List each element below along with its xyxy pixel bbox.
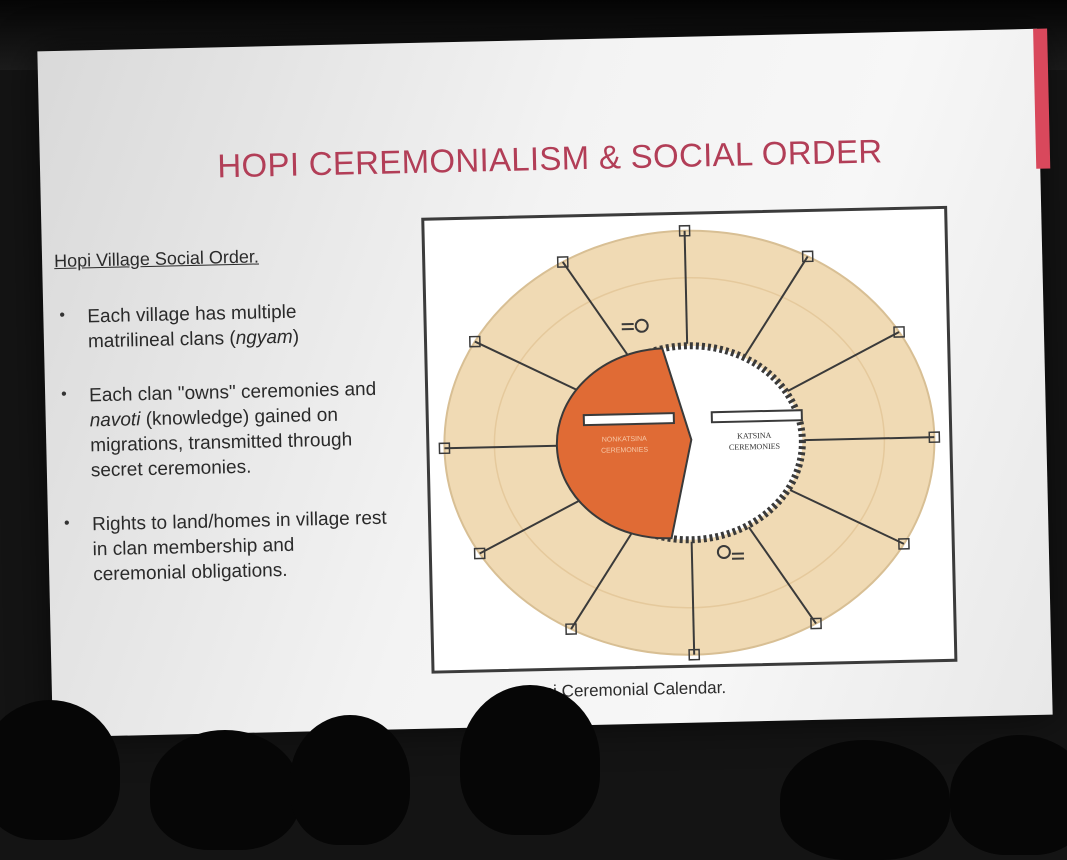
bullet-item: Rights to land/homes in village rest in … — [60, 505, 392, 588]
projected-slide: HOPI CEREMONIALISM & SOCIAL ORDER Hopi V… — [37, 29, 1052, 738]
section-subheading: Hopi Village Social Order. — [54, 246, 259, 272]
audience-silhouettes — [0, 680, 1067, 801]
calendar-wheel: NONKATSINA CEREMONIES KATSINA CEREMONIES — [424, 209, 954, 671]
audience-head — [290, 715, 410, 845]
bullet-item: Each clan "owns" ceremonies and navoti (… — [57, 376, 389, 485]
bullet-text: Rights to land/homes in village rest in … — [92, 507, 387, 585]
ceremonial-calendar-diagram: NONKATSINA CEREMONIES KATSINA CEREMONIES — [421, 206, 957, 674]
bullet-text: Each clan "owns" ceremonies and — [89, 378, 376, 406]
bullet-item: Each village has multiple matrilineal cl… — [55, 298, 386, 356]
audience-head — [460, 685, 600, 835]
bullet-text-end: ) — [293, 327, 300, 348]
katsina-bar — [712, 410, 802, 422]
audience-head — [950, 735, 1067, 855]
katsina-label: KATSINA — [737, 431, 772, 441]
nonkatsina-label-2: CEREMONIES — [601, 447, 649, 455]
nonkatsina-bar — [584, 413, 674, 425]
audience-head — [0, 700, 120, 840]
nonkatsina-label: NONKATSINA — [602, 436, 647, 444]
bullet-emphasis: ngyam — [236, 327, 293, 349]
bullet-list: Each village has multiple matrilineal cl… — [55, 298, 392, 617]
audience-head — [150, 730, 300, 850]
audience-head — [780, 740, 950, 860]
slide-title: HOPI CEREMONIALISM & SOCIAL ORDER — [160, 131, 941, 187]
katsina-label-2: CEREMONIES — [729, 442, 780, 452]
bullet-emphasis: navoti — [89, 409, 140, 431]
